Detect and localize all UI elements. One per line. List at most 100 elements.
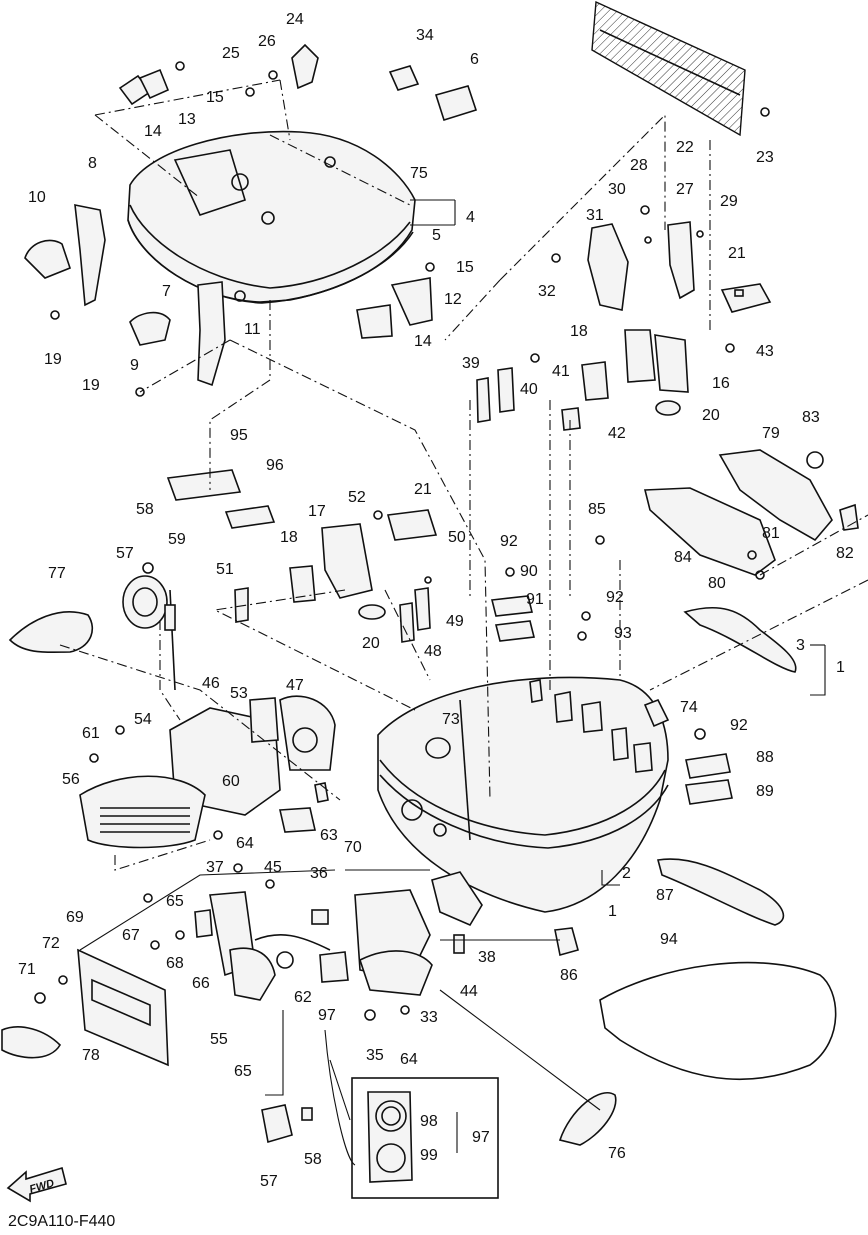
callout-52: 52 xyxy=(348,489,366,506)
callout-63: 63 xyxy=(320,827,338,844)
callout-64b: 64 xyxy=(400,1051,418,1068)
callout-20b: 20 xyxy=(702,407,720,424)
callout-33: 33 xyxy=(420,1009,438,1026)
callout-86: 86 xyxy=(560,967,578,984)
callout-65b: 65 xyxy=(234,1063,252,1080)
cover-77 xyxy=(8,611,94,654)
callout-51: 51 xyxy=(216,561,234,578)
callout-96: 96 xyxy=(266,457,284,474)
callout-75: 75 xyxy=(410,165,428,182)
callout-41: 41 xyxy=(552,363,570,380)
detail-box-97 xyxy=(351,1077,499,1199)
reflector-panel xyxy=(591,0,770,137)
callout-1b: 1 xyxy=(608,903,617,920)
plug-73 xyxy=(425,737,451,759)
callout-38: 38 xyxy=(478,949,496,966)
connector-57-58 xyxy=(261,1104,313,1144)
callout-29: 29 xyxy=(720,193,738,210)
callout-95: 95 xyxy=(230,427,248,444)
diagram-code: 2C9A110-F440 xyxy=(8,1213,115,1230)
callout-39: 39 xyxy=(462,355,480,372)
callout-22: 22 xyxy=(676,139,694,156)
lid-hinge-left xyxy=(24,204,246,397)
callout-16: 16 xyxy=(712,375,730,392)
callout-12: 12 xyxy=(444,291,462,308)
top-case-lid xyxy=(127,130,416,304)
callout-68: 68 xyxy=(166,955,184,972)
callout-69: 69 xyxy=(66,909,84,926)
mid-bracket-assembly xyxy=(234,509,438,643)
speaker-housing-left xyxy=(79,695,336,903)
callout-20: 20 xyxy=(362,635,380,652)
callout-79: 79 xyxy=(762,425,780,442)
side-rail-3 xyxy=(683,606,797,673)
callout-60: 60 xyxy=(222,773,240,790)
callout-57: 57 xyxy=(116,545,134,562)
callout-8: 8 xyxy=(88,155,97,172)
callout-34: 34 xyxy=(416,27,434,44)
hinge-plates xyxy=(118,43,319,106)
clip-86 xyxy=(554,927,579,957)
lid-hinge-mid xyxy=(356,262,435,339)
callout-97: 97 xyxy=(318,1007,336,1024)
callout-18b: 18 xyxy=(570,323,588,340)
callout-9: 9 xyxy=(130,357,139,374)
callout-82: 82 xyxy=(836,545,854,562)
callout-15: 15 xyxy=(206,89,224,106)
latch-small-parts xyxy=(476,353,581,431)
callout-13: 13 xyxy=(178,111,196,128)
callout-50: 50 xyxy=(448,529,466,546)
callout-99: 99 xyxy=(420,1147,438,1164)
callout-19: 19 xyxy=(44,351,62,368)
clip-parts-90-93 xyxy=(491,567,591,642)
callout-30: 30 xyxy=(608,181,626,198)
callout-56: 56 xyxy=(62,771,80,788)
callout-53: 53 xyxy=(230,685,248,702)
callout-40: 40 xyxy=(520,381,538,398)
latch-assembly-right xyxy=(581,329,735,416)
callout-14b: 14 xyxy=(414,333,432,350)
callout-74: 74 xyxy=(680,699,698,716)
callout-7: 7 xyxy=(162,283,171,300)
callout-93: 93 xyxy=(614,625,632,642)
callout-11: 11 xyxy=(244,321,261,338)
callout-94: 94 xyxy=(660,931,678,948)
callout-65: 65 xyxy=(166,893,184,910)
callout-35: 35 xyxy=(366,1047,384,1064)
callout-85: 85 xyxy=(588,501,606,518)
callout-91: 91 xyxy=(526,591,544,608)
callout-97b: 97 xyxy=(472,1129,490,1146)
case-mat xyxy=(599,961,837,1081)
callout-21b: 21 xyxy=(728,245,746,262)
callout-19b: 19 xyxy=(82,377,100,394)
callout-4: 4 xyxy=(466,209,475,226)
callout-80: 80 xyxy=(708,575,726,592)
callout-28: 28 xyxy=(630,157,648,174)
callout-58: 58 xyxy=(136,501,154,518)
callout-43: 43 xyxy=(756,343,774,360)
callout-36: 36 xyxy=(310,865,328,882)
callout-1: 1 xyxy=(836,659,845,676)
label-plates xyxy=(388,65,478,122)
callout-62: 62 xyxy=(294,989,312,1006)
callout-15b: 15 xyxy=(456,259,474,276)
callout-87: 87 xyxy=(656,887,674,904)
mount-plate-left xyxy=(1,948,169,1067)
callout-89: 89 xyxy=(756,783,774,800)
callout-92c: 92 xyxy=(730,717,748,734)
callout-17: 17 xyxy=(308,503,326,520)
leader-lines xyxy=(59,79,868,1166)
callout-61: 61 xyxy=(82,725,100,742)
callout-5: 5 xyxy=(432,227,441,244)
callout-49: 49 xyxy=(446,613,464,630)
callout-64: 64 xyxy=(236,835,254,852)
speaker-housing-right xyxy=(319,871,483,1021)
callout-78: 78 xyxy=(82,1047,100,1064)
callout-44: 44 xyxy=(460,983,478,1000)
callout-21: 21 xyxy=(414,481,432,498)
callout-76: 76 xyxy=(608,1145,626,1162)
callout-54: 54 xyxy=(134,711,152,728)
callout-90: 90 xyxy=(520,563,538,580)
cover-76 xyxy=(558,1092,617,1146)
callout-66: 66 xyxy=(192,975,210,992)
